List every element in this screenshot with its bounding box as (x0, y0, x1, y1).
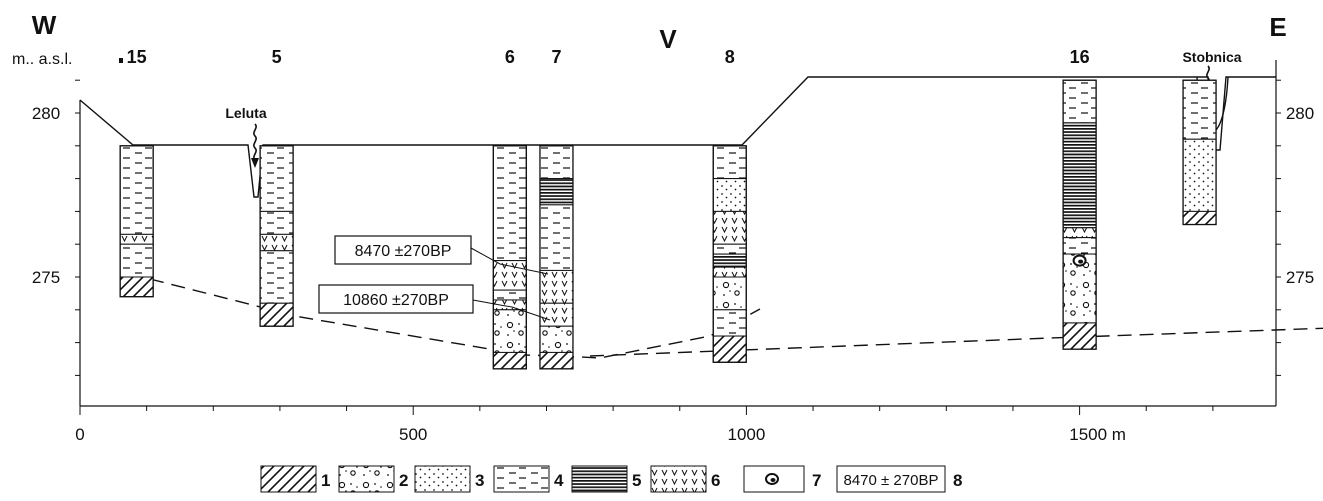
borehole-layer (540, 270, 573, 303)
legend-swatch-3 (415, 466, 470, 492)
borehole-layer (1063, 238, 1096, 254)
borehole-layer (493, 290, 526, 300)
borehole-layer (493, 146, 526, 261)
borehole-number: 7 (551, 47, 561, 67)
legend-swatch-8-sample: 8470 ± 270BP (844, 472, 939, 489)
y-unit-label: m.. a.s.l. (12, 51, 72, 68)
legend-number: 3 (475, 471, 484, 490)
borehole-number: 8 (725, 47, 735, 67)
y-tick-label-left: 280 (32, 104, 60, 123)
borehole-layer (1063, 80, 1096, 123)
borehole-layer (493, 261, 526, 291)
borehole-layer (260, 146, 293, 212)
legend-number: 4 (554, 471, 564, 490)
y-tick-label-right: 280 (1286, 104, 1314, 123)
borehole-layer (493, 310, 526, 353)
leluta-arrow (254, 124, 256, 160)
borehole-number: 15 (127, 47, 147, 67)
borehole-layer (713, 179, 746, 212)
borehole-layer (1183, 139, 1216, 211)
borehole-layer (713, 310, 746, 336)
borehole-layer (120, 277, 153, 297)
borehole-layer (713, 336, 746, 362)
organic-shell-marker-core (1078, 260, 1083, 264)
borehole-layer (120, 244, 153, 277)
borehole-layer (540, 326, 573, 352)
section-mark-v: V (659, 24, 677, 54)
borehole-layer (540, 179, 573, 205)
borehole-layer (713, 267, 746, 277)
legend-shell-icon-core (771, 478, 776, 482)
borehole-layer (713, 211, 746, 244)
legend-swatch-1 (261, 466, 316, 492)
borehole-layer (540, 352, 573, 368)
borehole-layer (120, 146, 153, 235)
legend-number: 5 (632, 471, 641, 490)
x-tick-label: 1000 (727, 425, 765, 444)
borehole-layer (713, 254, 746, 267)
borehole-layer (1183, 211, 1216, 224)
borehole-layer (120, 234, 153, 244)
borehole-layer (540, 146, 573, 179)
borehole-layer (713, 277, 746, 310)
borehole-layer (1063, 254, 1096, 323)
leluta-arrow-head (251, 158, 259, 168)
y-tick-label-right: 275 (1286, 268, 1314, 287)
borehole-layer (540, 205, 573, 271)
legend-number: 6 (711, 471, 720, 490)
x-tick-label: 500 (399, 425, 427, 444)
borehole-layer (260, 303, 293, 326)
x-tick-label: 1500 m (1069, 425, 1126, 444)
legend-swatch-5 (572, 466, 627, 492)
river-label-stobnica: Stobnica (1182, 49, 1241, 65)
borehole-number: 6 (505, 47, 515, 67)
borehole-layer (1063, 123, 1096, 228)
base-correlation-line (590, 322, 1323, 356)
borehole-layer (260, 211, 293, 234)
radiocarbon-date-text: 8470 ±270BP (355, 243, 452, 260)
west-label: W (32, 10, 57, 40)
borehole-layer (260, 251, 293, 303)
legend-number: 7 (812, 471, 821, 490)
river-label-leluta: Leluta (225, 105, 266, 121)
y-unit-dot (119, 58, 123, 63)
borehole-layer (713, 146, 746, 179)
legend-number: 8 (953, 471, 962, 490)
borehole-number: 16 (1070, 47, 1090, 67)
borehole-layer (713, 244, 746, 254)
legend-number: 1 (321, 471, 330, 490)
borehole-layer (260, 234, 293, 250)
y-tick-label-left: 275 (32, 268, 60, 287)
legend-swatch-2 (339, 466, 394, 492)
radiocarbon-date-text: 10860 ±270BP (343, 292, 449, 309)
borehole-layer (540, 303, 573, 326)
x-tick-label: 0 (75, 425, 84, 444)
borehole-layer (493, 352, 526, 368)
borehole-layer (1063, 323, 1096, 349)
legend-swatch-6 (651, 466, 706, 492)
borehole-layer (1063, 228, 1096, 238)
east-label: E (1269, 12, 1286, 42)
legend-swatch-4 (494, 466, 549, 492)
borehole-number: 5 (272, 47, 282, 67)
borehole-layer (1183, 80, 1216, 139)
legend-number: 2 (399, 471, 408, 490)
